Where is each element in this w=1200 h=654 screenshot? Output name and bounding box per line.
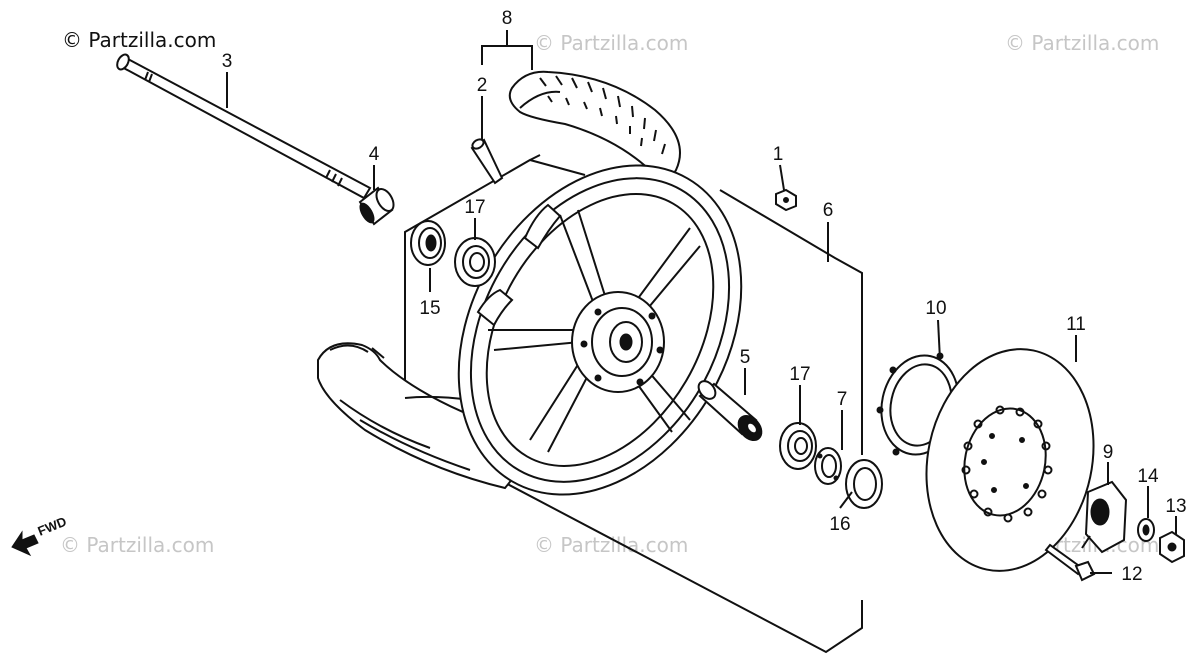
bearing-left <box>454 237 496 287</box>
oil-seal-left <box>410 220 446 266</box>
callout-7: 7 <box>837 389 848 410</box>
watermark: © Partzilla.com <box>60 533 214 557</box>
callout-10: 10 <box>925 298 946 319</box>
watermark: © Partzilla.com <box>534 31 688 55</box>
axle-nut <box>1159 530 1185 564</box>
leader-lines <box>226 30 1177 574</box>
speedometer-gearbox <box>1081 480 1128 554</box>
wheel <box>457 164 743 496</box>
assembly-outline <box>404 154 863 654</box>
dust-seal <box>845 459 883 509</box>
callout-labels: 8 2 3 4 1 6 17 15 5 17 7 16 10 11 9 14 1… <box>222 8 1187 585</box>
callout-9: 9 <box>1103 442 1114 463</box>
fwd-arrow-icon <box>11 530 39 557</box>
brake-disc <box>925 348 1095 572</box>
retainer <box>814 447 842 485</box>
watermark: © Partzilla.com <box>534 533 688 557</box>
watermark-top-left: © Partzilla.com <box>62 28 216 52</box>
callout-8: 8 <box>502 8 513 29</box>
callout-4: 4 <box>369 144 380 165</box>
callout-6: 6 <box>823 200 834 221</box>
callout-11: 11 <box>1066 314 1086 335</box>
callout-2: 2 <box>477 75 488 96</box>
callout-17-right: 17 <box>789 364 810 385</box>
callout-17-left: 17 <box>464 197 485 218</box>
callout-1: 1 <box>773 144 784 165</box>
callout-15: 15 <box>419 298 440 319</box>
axle <box>116 53 372 200</box>
valve-nut <box>775 188 797 212</box>
bolt <box>1044 543 1096 582</box>
callout-5: 5 <box>740 347 751 368</box>
callout-13: 13 <box>1165 496 1186 517</box>
washer <box>1137 518 1155 542</box>
callout-14: 14 <box>1137 466 1159 487</box>
watermark: © Partzilla.com <box>1005 31 1159 55</box>
callout-12: 12 <box>1121 564 1142 585</box>
collar <box>358 186 395 226</box>
valve <box>470 138 504 185</box>
bearing-right <box>779 422 817 470</box>
callout-16: 16 <box>829 514 850 535</box>
callout-3: 3 <box>222 51 233 72</box>
distance-collar <box>697 380 763 442</box>
